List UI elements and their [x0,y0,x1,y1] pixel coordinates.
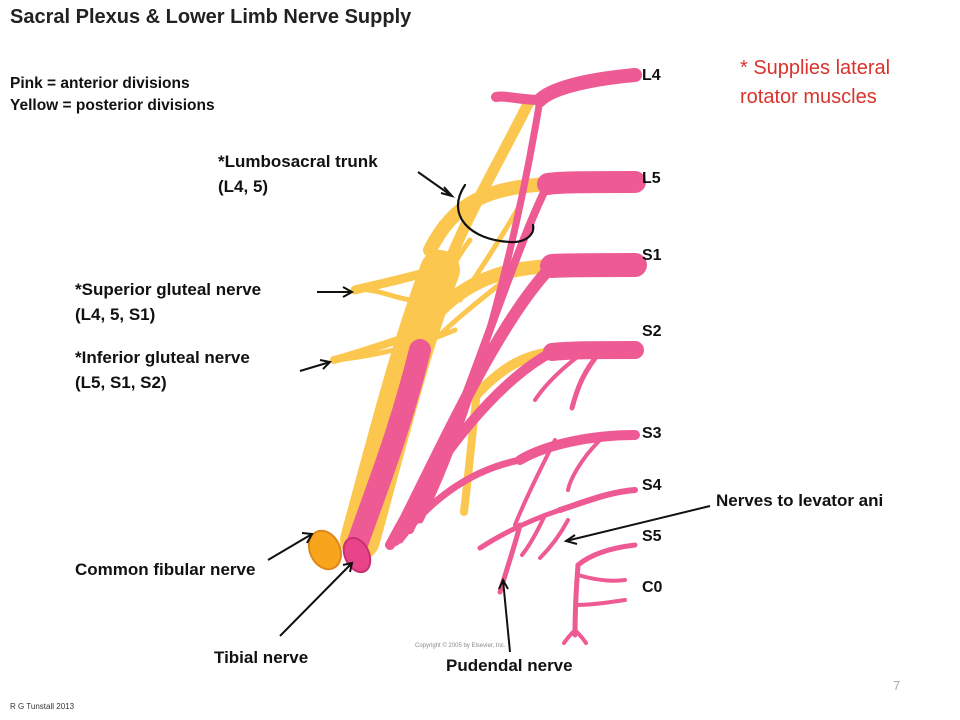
pudendal-nerve [497,522,523,595]
levator-ani-arrowhead [563,534,578,545]
s4-root [557,487,638,513]
pudendal-label: Pudendal nerve [446,656,573,675]
l5-root [537,171,646,195]
s3-pelvic-branch-2 [566,438,602,492]
page-title: Sacral Plexus & Lower Limb Nerve Supply [10,6,412,28]
levator-ani-branch-2 [520,513,547,557]
s1-posterior-division [433,259,559,317]
levator-ani-label: Nerves to levator ani [716,491,884,510]
author-credit: R G Tunstall 2013 [10,702,75,711]
level-label-s1: S1 [642,247,662,264]
superior-gluteal-arrowhead [342,286,355,298]
pointer-arrows [267,171,711,653]
levator-ani-arrow [565,505,711,542]
level-label-s3: S3 [642,425,662,442]
lumbosacral-trunk-label: *Lumbosacral trunk (L4, 5) [218,149,378,199]
level-label-s2: S2 [642,323,662,340]
s2-pelvic-branch-1 [569,349,603,411]
legend-yellow: Yellow = posterior divisions [10,97,215,114]
posterior-link-2 [437,277,508,338]
level-label-s4: S4 [642,477,662,494]
inferior-gluteal-label-line1: *Inferior gluteal nerve [75,348,250,367]
common-fibular-arrow [267,533,313,561]
superior-gluteal-label: *Superior gluteal nerve (L4, 5, S1) [75,277,261,327]
inferior-gluteal-label-line2: (L5, S1, S2) [75,373,167,392]
level-label-l4: L4 [642,67,661,84]
level-label-s5: S5 [642,528,662,545]
tibial-arrowhead [342,561,354,573]
tibial-trunk [344,339,431,561]
coccygeal-branch-4 [573,628,588,645]
lumbosacral-label-line2: (L4, 5) [218,177,269,196]
s1-root [540,253,647,278]
page-number: 7 [893,678,901,693]
posterior-link-1 [457,202,523,303]
rotator-note-line2: rotator muscles [740,86,877,108]
level-label-c0: C0 [642,579,663,596]
levator-ani-branch [538,518,570,560]
s2-pelvic-branch-2 [533,353,582,402]
rotator-note: * Supplies lateral rotator muscles [740,54,890,112]
tibial-label: Tibial nerve [214,648,309,667]
inferior-gluteal-arrow [299,361,331,372]
lumbosacral-bracket [456,183,535,244]
lumbosacral-arrowhead [440,186,455,198]
coccygeal-branch-1 [576,573,627,583]
superior-gluteal-label-line1: *Superior gluteal nerve [75,280,262,299]
l4-branch [491,91,545,105]
anterior-divisions [344,68,647,645]
lumbosacral-arrow [417,171,453,197]
legend-pink: Pink = anterior divisions [10,75,190,92]
s3-root [515,430,640,465]
coccygeal-branch-2 [574,598,627,607]
common-fibular-cut-end [307,529,343,571]
lumbosacral-label-line1: *Lumbosacral trunk [218,152,378,171]
color-legend: Pink = anterior divisions Yellow = poste… [10,73,215,117]
pudendal-arrow [502,579,511,653]
inferior-gluteal-arrowhead [319,359,333,370]
copyright-text: Copyright © 2005 by Elsevier, Inc. [415,643,506,649]
inferior-gluteal-label: *Inferior gluteal nerve (L5, S1, S2) [75,345,250,395]
l4-root [533,68,642,107]
lumbosacral-trunk [442,94,536,271]
common-fibular-label: Common fibular nerve [75,560,256,579]
s2-anterior-division [385,347,557,550]
common-fibular-arrowhead [301,532,314,544]
s3-pelvic-branch [513,438,557,527]
level-label-l5: L5 [642,170,661,187]
s3-anterior-division [396,456,524,544]
s5-root [575,542,638,568]
s2-root [543,341,644,361]
pudendal-arrowhead [498,577,509,590]
rotator-note-line1: * Supplies lateral [740,57,891,79]
tibial-arrow [279,562,353,637]
superior-gluteal-label-line2: (L4, 5, S1) [75,305,156,324]
